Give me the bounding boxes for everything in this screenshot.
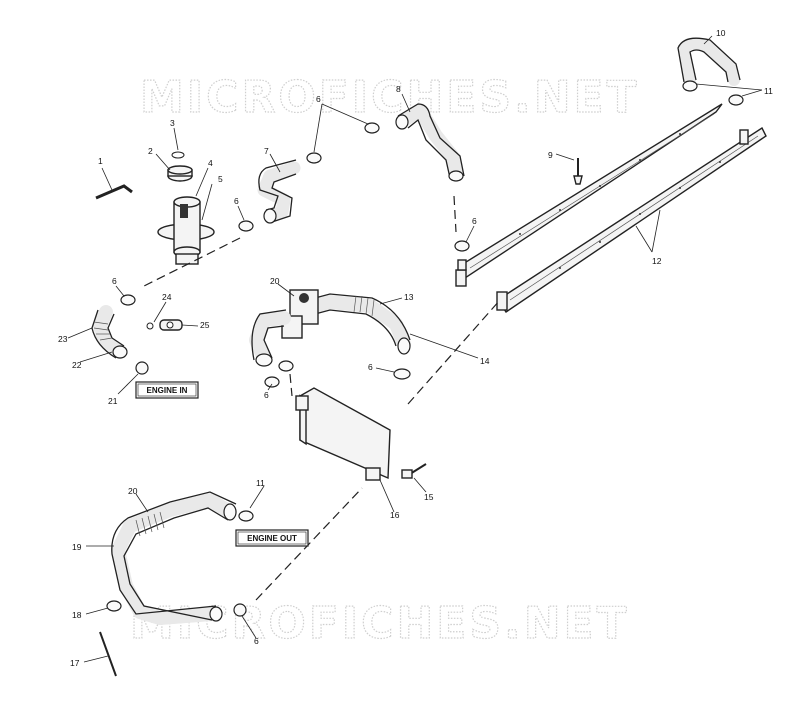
clamp-6-mid [238,220,254,232]
engine-in-text: ENGINE IN [147,386,188,395]
clamp-6-thermostat [278,360,294,372]
engine-in-label: ENGINE IN [135,381,199,399]
clamp-6-right [393,368,411,380]
callout-24: 24 [162,292,172,302]
clamp-11b [728,94,744,106]
watermark-bottom: MICROFICHES.NET [130,598,630,649]
callout-6-top: 6 [316,94,321,104]
bracket-25 [159,319,183,331]
hose-10 [677,37,741,86]
callout-16: 16 [390,510,400,520]
callout-11-top: 11 [764,86,773,96]
clamp-18 [106,600,122,612]
hose-14 [293,293,411,355]
clamp-6-engine-out [233,603,247,617]
dash-hose-to-tube [407,299,501,405]
engine-out-label: ENGINE OUT [235,529,309,547]
callout-10: 10 [716,28,726,38]
radiator-tube-upper [455,103,723,287]
callout-1: 1 [98,156,103,166]
hose-19 [111,491,237,625]
callout-20-top: 20 [270,276,280,286]
clamp-6-top-left [306,152,322,164]
clamp-11-engine-out [238,510,254,522]
callout-6-tube: 6 [472,216,477,226]
callout-14: 14 [480,356,490,366]
callout-6-lower: 6 [264,390,269,400]
gasket-3 [171,151,185,159]
callout-15: 15 [424,492,434,502]
hose-thermostat-left [249,309,291,367]
callout-9: 9 [548,150,553,160]
tube-rivets [519,133,721,269]
callout-4: 4 [208,158,213,168]
callout-20-bottom: 20 [128,486,138,496]
callout-6-mid: 6 [234,196,239,206]
callout-11-bottom: 11 [256,478,265,488]
callout-5: 5 [218,174,223,184]
callout-2: 2 [148,146,153,156]
heat-exchanger-16 [295,387,391,481]
hose-7 [257,159,301,224]
clamp-11a [682,80,698,92]
callout-6-bottom: 6 [254,636,259,646]
radiator-tube-lower [496,126,767,313]
clamp-6-lower [264,376,280,388]
callout-3: 3 [170,118,175,128]
callout-19: 19 [72,542,82,552]
callout-21: 21 [108,396,118,406]
callout-22: 22 [72,360,82,370]
watermark-top: MICROFICHES.NET [140,72,640,123]
washer-24 [146,322,154,330]
engine-out-text: ENGINE OUT [247,534,297,543]
callout-13: 13 [404,292,414,302]
callout-25: 25 [200,320,210,330]
clamp-6-top-right [364,122,380,134]
callout-12: 12 [652,256,662,266]
callout-17: 17 [70,658,80,668]
dash-tank-to-hose [139,237,241,289]
clamp-6-tube [454,240,470,252]
dash-engine-out [255,487,363,601]
hose-8 [395,103,465,182]
callout-6-right: 6 [368,362,373,372]
callout-18: 18 [72,610,82,620]
tank-4 [157,196,215,265]
callout-7: 7 [264,146,269,156]
callout-23: 23 [58,334,68,344]
callout-6-left: 6 [112,276,117,286]
cap-2 [167,165,193,182]
bleed-screw-9 [573,158,583,185]
wrench-1 [95,184,133,200]
hose-22 [91,305,128,359]
leader-lines [67,35,763,663]
clamp-6-engine-in [120,294,136,306]
dash-exchanger [289,373,293,397]
callout-8: 8 [396,84,401,94]
tie-17 [99,631,117,677]
sensor-15 [401,463,427,479]
clamp-21 [135,361,149,375]
callout-numbers: 1 2 3 4 5 6 6 6 6 6 6 6 7 8 9 10 11 11 1… [58,28,773,668]
dash-hose8 [453,195,457,233]
